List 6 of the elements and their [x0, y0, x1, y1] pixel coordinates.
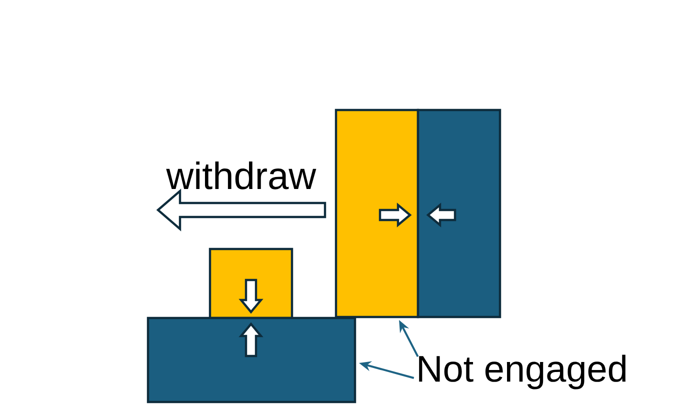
block	[146, 316, 356, 404]
motion-label: withdraw	[166, 161, 316, 190]
block	[334, 108, 420, 318]
block	[208, 248, 294, 320]
block	[416, 108, 502, 318]
callout-text: Not engaged	[419, 354, 626, 390]
